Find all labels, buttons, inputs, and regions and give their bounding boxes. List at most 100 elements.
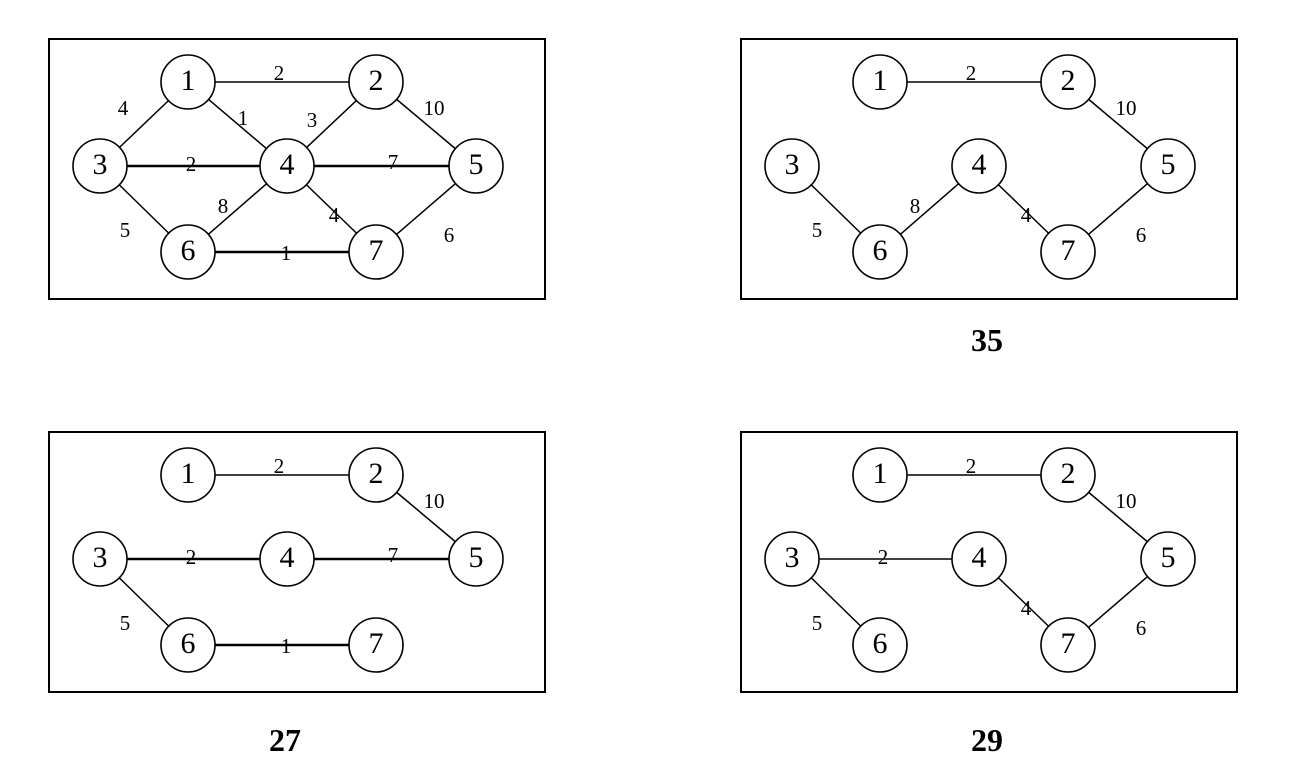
edge-weight-1-3: 4: [118, 96, 129, 120]
edge-4-6: [899, 183, 960, 235]
edge-weight-2-5: 10: [424, 489, 445, 513]
edge-weight-5-7: 6: [444, 223, 455, 247]
node-label-1: 1: [181, 457, 196, 490]
edge-3-6: [810, 184, 862, 234]
node-label-5: 5: [469, 148, 484, 181]
edge-weight-4-5: 7: [388, 150, 399, 174]
edge-weight-2-5: 10: [424, 96, 445, 120]
edge-weight-3-6: 5: [120, 611, 131, 635]
node-7: [348, 224, 404, 280]
node-label-4: 4: [280, 541, 295, 574]
node-6: [160, 617, 216, 673]
edge-2-5: [396, 491, 456, 543]
node-2: [1040, 54, 1096, 110]
node-6: [852, 617, 908, 673]
node-label-7: 7: [369, 627, 384, 660]
edge-weight-4-6: 8: [910, 194, 921, 218]
node-1: [160, 54, 216, 110]
edge-2-4: [306, 99, 357, 149]
edge-weight-2-5: 10: [1116, 489, 1137, 513]
edge-2-5: [1088, 491, 1148, 543]
edge-weight-4-7: 4: [1021, 596, 1032, 620]
node-7: [1040, 224, 1096, 280]
node-4: [951, 138, 1007, 194]
edge-5-7: [395, 183, 457, 235]
node-label-5: 5: [1161, 541, 1176, 574]
node-label-5: 5: [1161, 148, 1176, 181]
node-2: [348, 447, 404, 503]
node-1: [852, 54, 908, 110]
edge-weight-4-5: 7: [388, 543, 399, 567]
edge-weight-4-7: 4: [1021, 203, 1032, 227]
node-label-7: 7: [1061, 234, 1076, 267]
edge-weight-3-4: 2: [186, 152, 197, 176]
node-label-4: 4: [280, 148, 295, 181]
node-label-2: 2: [369, 457, 384, 490]
edge-weight-3-6: 5: [120, 218, 131, 242]
edge-4-7: [305, 184, 358, 234]
node-label-1: 1: [181, 64, 196, 97]
node-6: [852, 224, 908, 280]
node-label-3: 3: [93, 541, 108, 574]
edge-weight-3-6: 5: [812, 611, 823, 635]
node-label-1: 1: [873, 64, 888, 97]
edge-weight-1-4: 1: [238, 106, 249, 130]
node-label-2: 2: [1061, 64, 1076, 97]
node-label-4: 4: [972, 148, 987, 181]
node-5: [1140, 138, 1196, 194]
node-3: [764, 138, 820, 194]
node-label-6: 6: [873, 234, 888, 267]
node-label-3: 3: [785, 148, 800, 181]
node-5: [448, 531, 504, 587]
edge-weight-5-7: 6: [1136, 616, 1147, 640]
node-label-3: 3: [785, 541, 800, 574]
edge-weight-1-2: 2: [966, 61, 977, 85]
edge-weight-4-6: 8: [218, 194, 229, 218]
edge-3-6: [118, 184, 170, 234]
node-4: [259, 138, 315, 194]
edge-1-4: [208, 98, 267, 150]
node-2: [348, 54, 404, 110]
edge-weight-3-4: 2: [186, 545, 197, 569]
tree-35-caption: 35: [971, 322, 1003, 358]
node-5: [1140, 531, 1196, 587]
node-label-6: 6: [181, 234, 196, 267]
edge-weight-1-2: 2: [274, 454, 285, 478]
node-label-1: 1: [873, 457, 888, 490]
node-2: [1040, 447, 1096, 503]
edge-3-6: [810, 577, 862, 627]
edge-4-7: [997, 577, 1050, 627]
edge-weight-4-7: 4: [329, 203, 340, 227]
node-3: [72, 531, 128, 587]
tree-27-caption: 27: [269, 722, 301, 758]
edge-weight-2-4: 3: [307, 108, 318, 132]
edge-weight-1-2: 2: [966, 454, 977, 478]
edge-3-6: [118, 577, 170, 627]
node-label-6: 6: [181, 627, 196, 660]
node-label-2: 2: [369, 64, 384, 97]
node-3: [72, 138, 128, 194]
edge-weight-2-5: 10: [1116, 96, 1137, 120]
node-label-7: 7: [369, 234, 384, 267]
edge-4-7: [997, 184, 1050, 234]
edge-5-7: [1087, 183, 1149, 235]
node-label-5: 5: [469, 541, 484, 574]
node-label-3: 3: [93, 148, 108, 181]
node-6: [160, 224, 216, 280]
edge-weight-3-6: 5: [812, 218, 823, 242]
edge-2-5: [396, 98, 456, 150]
node-label-6: 6: [873, 627, 888, 660]
graph-panel-tree-27: 2 10 2 7 5 1 1 2 3 4 5 6 7: [48, 431, 546, 693]
edge-5-7: [1087, 576, 1149, 628]
node-7: [348, 617, 404, 673]
node-label-2: 2: [1061, 457, 1076, 490]
node-label-4: 4: [972, 541, 987, 574]
edge-weight-6-7: 1: [281, 634, 292, 658]
edge-1-3: [119, 100, 169, 148]
